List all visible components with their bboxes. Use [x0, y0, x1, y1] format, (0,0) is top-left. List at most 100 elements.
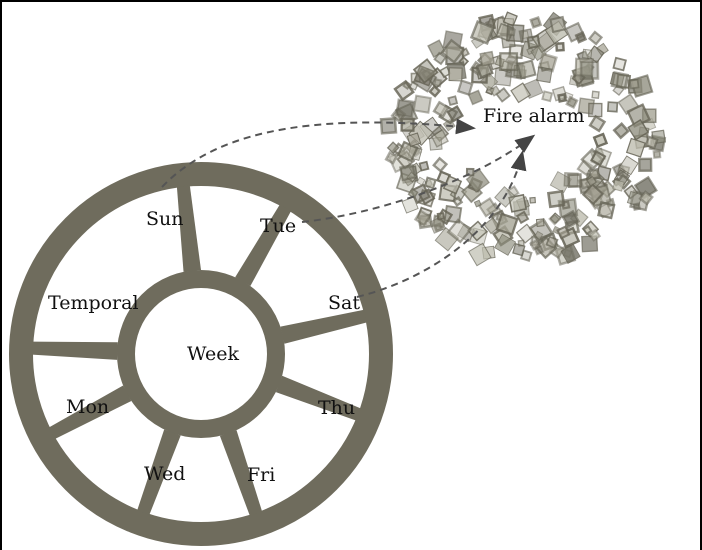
cluster-square	[627, 118, 650, 141]
cluster-square	[588, 228, 602, 242]
cluster-square	[529, 15, 543, 29]
cluster-square	[548, 212, 562, 226]
cluster-square	[555, 42, 565, 52]
label-sat: Sat	[328, 292, 360, 314]
cluster-square	[436, 212, 445, 221]
cluster-square	[399, 163, 417, 182]
cluster-square	[416, 176, 426, 186]
cluster-square	[567, 173, 583, 188]
cluster-square	[551, 85, 568, 102]
cluster-square	[479, 50, 496, 67]
cluster-square	[413, 209, 432, 227]
cluster-square	[412, 58, 439, 84]
cluster-square	[529, 238, 542, 251]
cluster-square	[549, 15, 567, 34]
cluster-square	[590, 150, 607, 167]
cluster-square	[499, 52, 519, 72]
cluster-square	[588, 114, 607, 133]
label-mon: Mon	[66, 396, 109, 418]
cluster-square	[407, 187, 419, 199]
wheel-spoke	[137, 429, 181, 515]
cluster-square	[504, 53, 518, 67]
cluster-square	[432, 100, 450, 119]
wheel-hub-ring	[117, 270, 285, 438]
cluster-square	[515, 210, 530, 225]
cluster-square	[652, 150, 662, 159]
cluster-square	[625, 137, 646, 158]
cluster-square	[597, 200, 616, 220]
cluster-square	[508, 43, 524, 60]
wheel-spoke	[176, 185, 201, 272]
label-wed: Wed	[144, 463, 185, 485]
cluster-square	[423, 176, 437, 190]
cluster-square	[412, 94, 432, 114]
cluster-square	[432, 77, 443, 88]
cluster-square	[529, 196, 537, 204]
cluster-square	[549, 171, 572, 194]
cluster-square	[545, 235, 559, 249]
wheel-spoke	[275, 375, 361, 421]
cluster-square	[591, 90, 600, 99]
cluster-square	[473, 199, 482, 208]
cluster-square	[431, 124, 450, 143]
cluster-square	[434, 226, 460, 252]
wheel-outer-ring	[9, 162, 393, 546]
cluster-square	[638, 157, 653, 172]
cluster-square	[557, 92, 568, 103]
label-temporal: Temporal	[48, 292, 139, 314]
cluster-square	[467, 242, 492, 267]
wheel-spoke	[219, 430, 263, 516]
cluster-square	[379, 116, 398, 135]
cluster-square	[446, 218, 472, 244]
cluster-square	[479, 72, 499, 91]
label-thu: Thu	[318, 397, 355, 419]
cluster-square	[467, 89, 484, 106]
cluster-square	[502, 11, 518, 27]
cluster-square	[446, 104, 464, 123]
cluster-square	[400, 117, 415, 132]
cluster-square	[612, 56, 627, 72]
wheel-spoke	[48, 385, 132, 440]
cluster-square	[447, 95, 459, 107]
cluster-square	[432, 156, 449, 173]
cluster-square	[512, 242, 526, 257]
wheel-spokes	[32, 185, 368, 516]
cluster-square	[563, 171, 579, 188]
cluster-square	[536, 66, 553, 84]
cluster-square	[395, 98, 416, 119]
cluster-square	[495, 212, 519, 236]
cluster-square	[588, 102, 603, 118]
cluster-square	[581, 48, 593, 60]
cluster-square	[507, 27, 516, 37]
week-wheel	[9, 162, 393, 546]
cluster-square	[644, 135, 659, 150]
cluster-square	[618, 155, 639, 176]
cluster-square	[610, 71, 630, 90]
cluster-square	[582, 224, 593, 236]
cluster-square	[418, 160, 430, 172]
cluster-square	[469, 20, 495, 46]
cluster-square	[586, 175, 598, 187]
cluster-square	[494, 233, 517, 256]
cluster-square	[638, 190, 654, 206]
cluster-square	[409, 81, 419, 91]
cluster-square	[606, 101, 619, 113]
cluster-square	[587, 30, 604, 46]
arrow-tue-to-fire-alarm	[301, 134, 536, 223]
cluster-square	[632, 202, 642, 211]
wheel-spoke	[32, 341, 118, 360]
fire-alarm-cluster	[379, 11, 667, 267]
cluster-square	[556, 225, 571, 240]
cluster-square	[477, 197, 499, 218]
wheel-spoke	[280, 309, 368, 344]
cluster-square	[448, 67, 463, 82]
cluster-square	[452, 195, 464, 207]
label-sun: Sun	[146, 208, 184, 230]
cluster-square	[581, 183, 604, 206]
cluster-square	[560, 243, 581, 264]
cluster-square	[384, 150, 399, 165]
cluster-square	[428, 216, 447, 234]
cluster-square	[516, 59, 537, 80]
